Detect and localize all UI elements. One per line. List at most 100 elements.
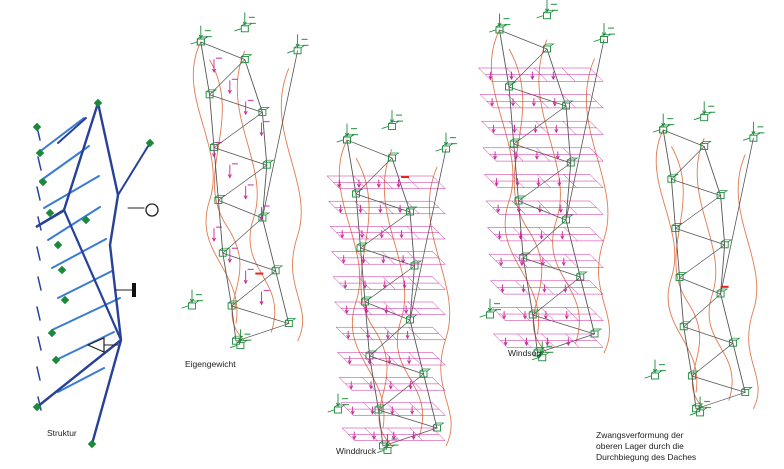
node-box-icon — [659, 124, 671, 134]
node-box-top — [361, 296, 373, 300]
frame-diagonal — [382, 427, 438, 447]
reaction-arrow-horizontal — [689, 412, 697, 416]
frame-diagonal — [513, 105, 567, 145]
support-node-icon — [60, 295, 70, 305]
support-node-icon — [240, 23, 253, 33]
load-arrow-head — [698, 405, 703, 410]
load-arrow-head — [502, 315, 507, 320]
reaction-value-mark — [668, 124, 675, 126]
wind-load-arrow — [363, 280, 367, 289]
load-arrow-head — [212, 68, 216, 73]
support-node-icon — [32, 122, 42, 132]
reaction-arrow-vertical — [488, 298, 492, 312]
node-box-top — [486, 309, 498, 313]
deformation-curve — [737, 154, 759, 410]
reaction-value-mark — [667, 118, 674, 120]
wind-load-arrow — [493, 151, 498, 160]
node-box-top — [749, 132, 762, 136]
wind-load-arrow — [379, 229, 384, 239]
load-arrow-head — [551, 75, 556, 80]
frame-rung — [200, 41, 246, 60]
wind-load-arrow — [352, 431, 357, 440]
wind-load-arrow — [398, 204, 403, 214]
node-box-icon — [562, 214, 574, 224]
wind-load-arrow — [387, 355, 392, 365]
frame-diagonal — [695, 392, 746, 410]
frame-rung — [662, 129, 705, 147]
support-node-icon — [700, 112, 712, 122]
reaction-arrow-horizontal — [644, 375, 652, 379]
node-box-top — [576, 271, 588, 275]
reaction-arrow-horizontal — [381, 126, 389, 129]
reaction-value-mark — [708, 105, 715, 107]
node-box-icon — [379, 440, 391, 450]
reaction-value-mark — [547, 351, 554, 353]
load-arrow-head — [295, 43, 300, 48]
frame-branch — [261, 50, 299, 219]
deformation-curve — [428, 166, 452, 447]
load-value-mark — [216, 142, 222, 144]
support-node-icon — [188, 300, 200, 310]
load-arrow-head — [370, 410, 375, 415]
node-box-top — [352, 188, 364, 192]
node-box-outline — [383, 447, 392, 454]
reaction-cluster-top — [536, 0, 558, 20]
reaction-arrow-vertical — [661, 113, 666, 127]
reaction-arrow-horizontal — [693, 117, 701, 121]
load-arrow-head — [352, 435, 357, 440]
node-box-outline — [486, 311, 494, 319]
wind-load-arrow — [537, 204, 542, 213]
load-arrow-head — [227, 174, 232, 179]
wind-load-arrow — [369, 381, 373, 390]
load-arrow-head — [399, 234, 404, 239]
load-arrow-head — [243, 110, 248, 116]
reaction-arrow-horizontal — [479, 314, 487, 318]
node-box-top — [241, 23, 253, 27]
node-box-icon — [576, 271, 588, 281]
zwang-diagram — [644, 101, 765, 417]
node-box-top — [356, 242, 369, 246]
wind-load-arrow — [560, 231, 565, 240]
gravity-load-arrow — [227, 249, 232, 263]
wind-load-arrow — [408, 381, 413, 390]
wind-load-panel — [334, 301, 446, 315]
load-arrow-head — [536, 182, 541, 187]
node-box-icon — [566, 157, 579, 167]
load-arrow-head — [198, 34, 203, 39]
node-box-top — [538, 352, 550, 356]
wind-load-panel — [491, 307, 604, 321]
node-box-top — [543, 10, 555, 14]
support-node-icon — [293, 45, 306, 55]
load-arrow-head — [523, 315, 527, 320]
reaction-cluster-top — [693, 101, 716, 122]
wind-load-arrow — [511, 98, 515, 107]
node-box-top — [214, 195, 227, 198]
load-arrow-head — [545, 8, 549, 13]
reaction-arrow-horizontal — [489, 29, 496, 33]
reaction-arrow-vertical — [444, 132, 448, 146]
reaction-value-mark — [302, 44, 309, 46]
node-box-outline — [509, 140, 518, 148]
reaction-value-mark — [205, 36, 212, 38]
reaction-value-mark — [546, 345, 553, 347]
node-box-top — [406, 206, 418, 210]
node-box-icon — [716, 190, 729, 200]
frame-rung — [499, 29, 548, 50]
wind-load-panel — [479, 94, 604, 109]
node-box-outline — [687, 372, 696, 380]
max-value-highlight — [255, 272, 264, 275]
wind-load-arrow — [551, 71, 556, 80]
reaction-arrow-horizontal — [287, 50, 295, 54]
caption-eigengewicht: Eigengewicht — [185, 359, 236, 369]
wind-load-arrow — [518, 231, 523, 240]
load-arrow-head — [388, 385, 393, 390]
load-arrow-head — [385, 334, 390, 340]
wind-load-panel — [485, 200, 604, 215]
load-arrow-head — [405, 334, 410, 340]
node-box-outline — [600, 36, 608, 43]
node-box-icon — [258, 107, 271, 116]
wind-load-panel — [338, 377, 446, 391]
node-box-outline — [284, 320, 293, 328]
load-arrow-head — [515, 182, 520, 187]
load-arrow-head — [702, 110, 707, 115]
